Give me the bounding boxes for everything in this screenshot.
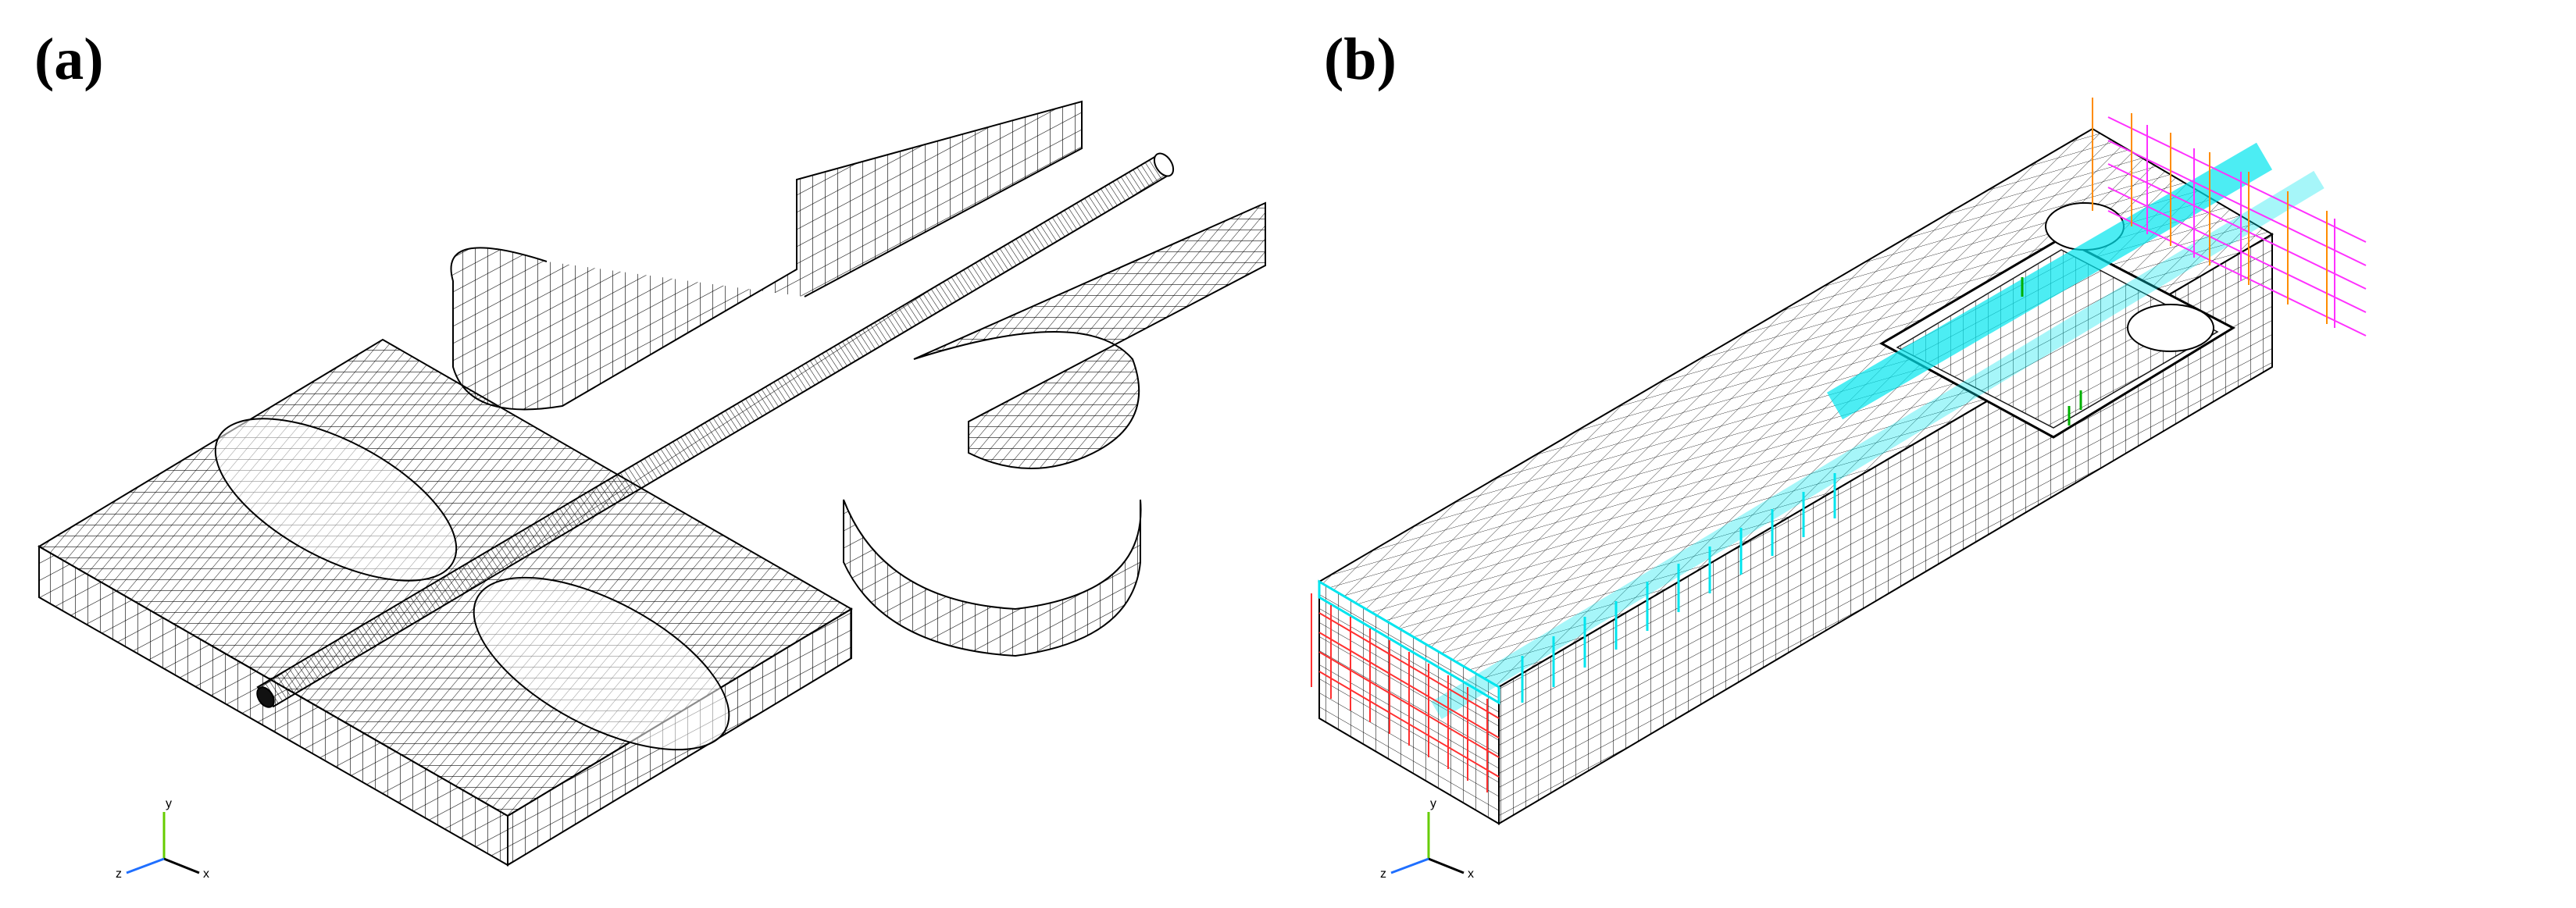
orange-loads [2092,98,2328,324]
z-axis-line [126,857,165,874]
z-axis-line [1390,857,1429,874]
z-axis-label: z [1380,867,1386,881]
z-axis-label: z [116,867,122,881]
tube [256,152,1175,708]
panel-a-label: (a) [34,27,104,92]
green-loads [2021,277,2082,426]
y-axis-label: y [166,797,172,810]
coil-channels [450,100,1266,657]
x-axis-label: x [203,867,209,881]
panel-b-label: (b) [1324,27,1397,92]
coordinate-triad-icon: y x z [1380,797,1474,881]
x-axis-line [1428,857,1465,874]
panel-a: (a) [34,27,1266,881]
coordinate-triad-icon: y x z [116,797,209,881]
y-axis-label: y [1430,797,1436,810]
magenta-loads [2107,116,2367,336]
panel-b-mesh-figure [1311,98,2367,825]
cyan-loads [1318,142,2324,720]
x-axis-line [163,857,200,874]
panel-a-mesh-figure [37,100,1266,867]
x-axis-label: x [1468,867,1474,881]
red-loads [1311,593,1500,792]
panel-b: (b) [1288,0,2576,908]
cavity-region [1878,202,2236,439]
